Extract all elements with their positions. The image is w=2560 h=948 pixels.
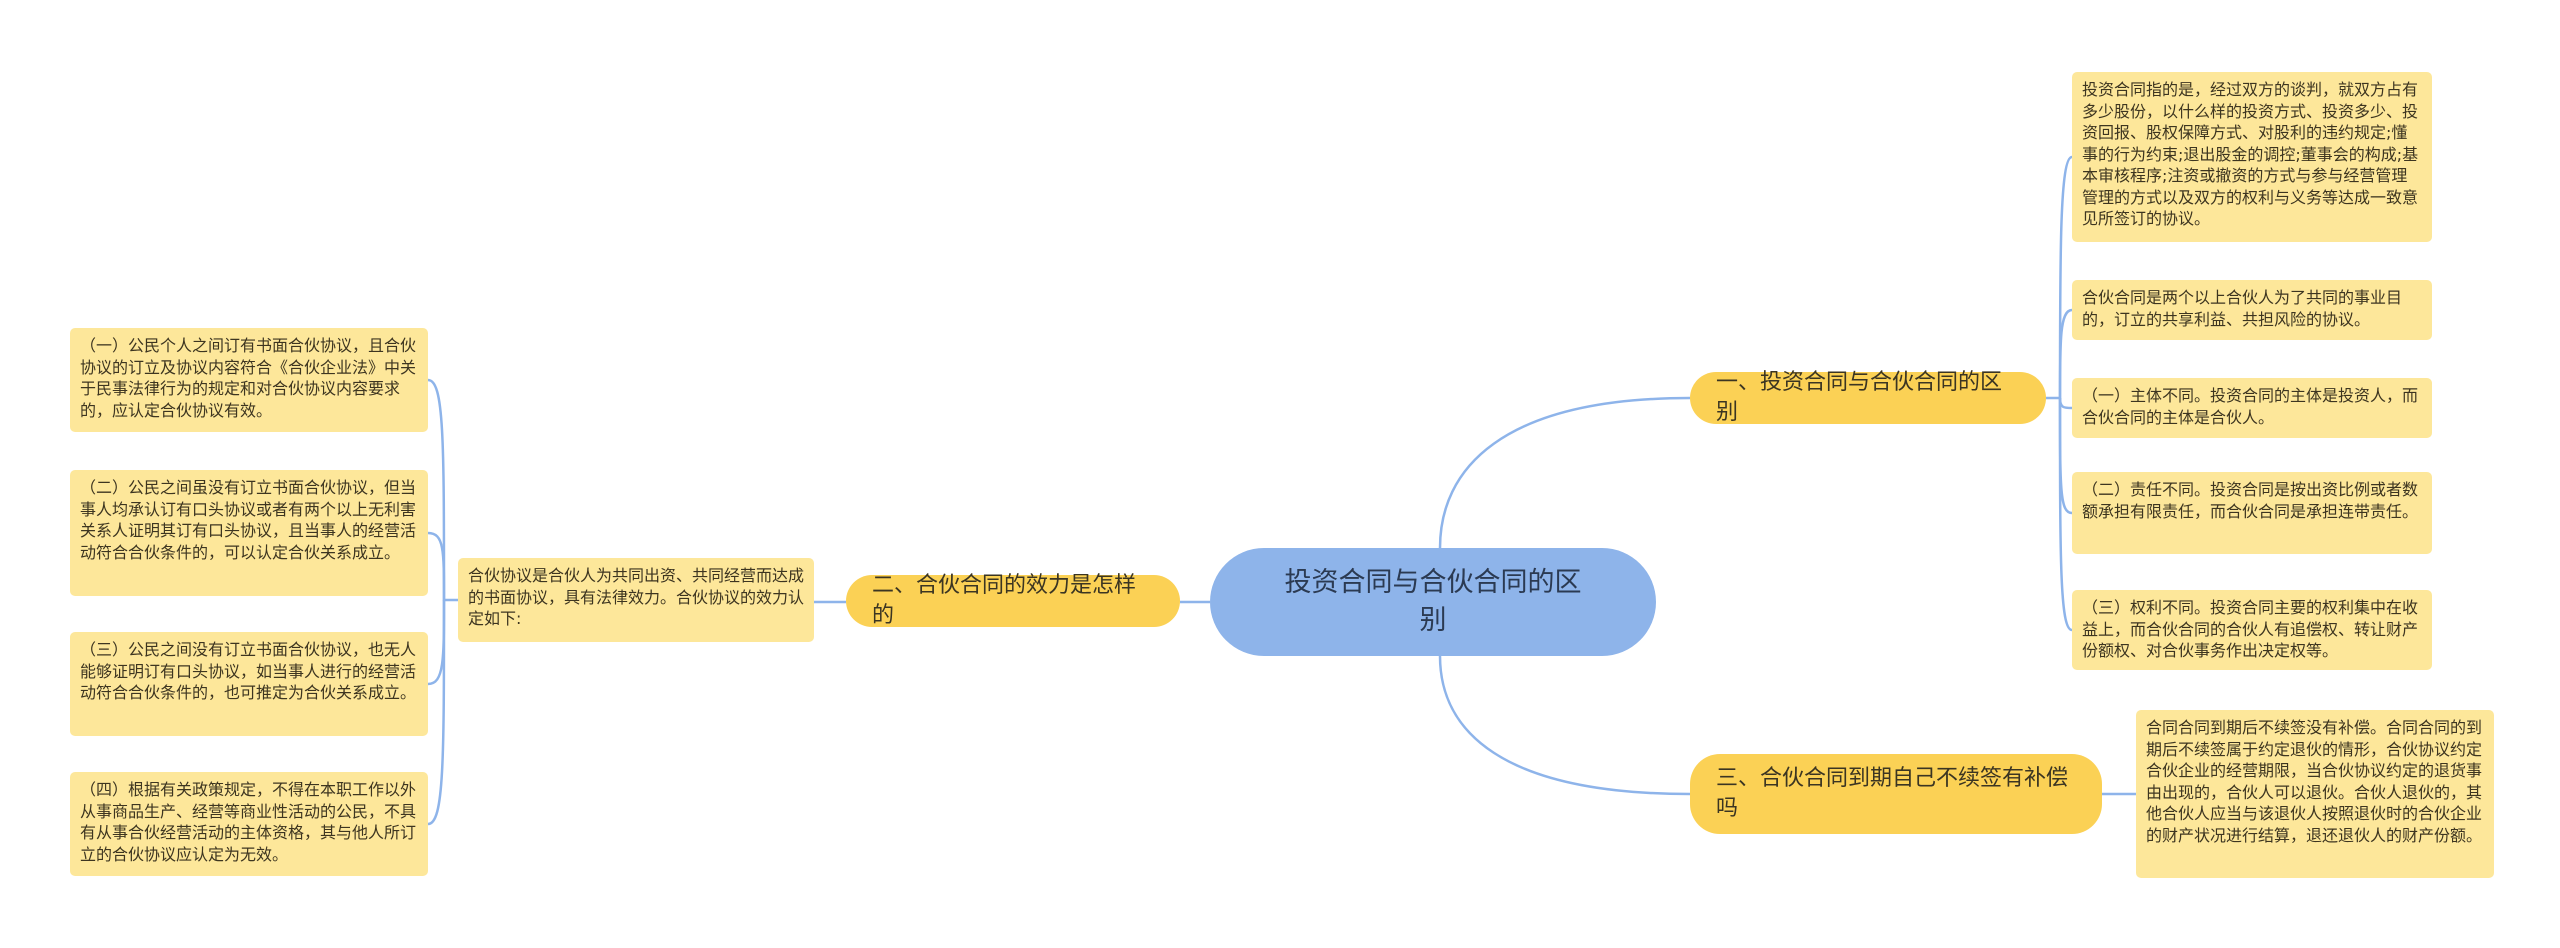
leaf-topic[interactable]: 投资合同指的是，经过双方的谈判，就双方占有多少股份，以什么样的投资方式、投资多少…: [2072, 72, 2432, 242]
connector-intro-leaf-2: [427, 531, 446, 601]
leaf-topic[interactable]: 合伙合同是两个以上合伙人为了共同的事业目的，订立的共享利益、共担风险的协议。: [2072, 280, 2432, 340]
root-topic[interactable]: 投资合同与合伙合同的区别: [1210, 548, 1656, 656]
leaf-topic-text: 合伙合同是两个以上合伙人为了共同的事业目的，订立的共享利益、共担风险的协议。: [2082, 288, 2403, 329]
connector-branch-1-leaf-4: [2058, 397, 2073, 515]
branch-topic-1[interactable]: 一、投资合同与合伙合同的区别: [1690, 370, 2046, 425]
leaf-topic[interactable]: （一）主体不同。投资合同的主体是投资人，而合伙合同的主体是合伙人。: [2072, 378, 2432, 438]
leaf-topic[interactable]: （三）公民之间没有订立书面合伙协议，也无人能够证明订有口头协议，如当事人进行的经…: [70, 632, 428, 736]
leaf-topic-text: 合同合同到期后不续签没有补偿。合同合同的到期后不续签属于约定退伙的情形，合伙协议…: [2146, 718, 2483, 845]
branch-topic-label: 二、合伙合同的效力是怎样的: [872, 573, 1137, 628]
branch-topic-2[interactable]: 二、合伙合同的效力是怎样的: [846, 573, 1180, 628]
leaf-topic[interactable]: 合同合同到期后不续签没有补偿。合同合同的到期后不续签属于约定退伙的情形，合伙协议…: [2136, 710, 2494, 878]
connector-branch-1-leaf-2: [2058, 308, 2073, 399]
connector-intro-leaf-3: [427, 599, 446, 686]
leaf-topic-text: （三）权利不同。投资合同主要的权利集中在收益上，而合伙合同的合伙人有追偿权、转让…: [2082, 598, 2419, 660]
connector-branch-1-leaf-5: [2058, 397, 2073, 632]
leaf-topic-text: （二）责任不同。投资合同是按出资比例或者数额承担有限责任，而合伙合同是承担连带责…: [2082, 480, 2419, 521]
leaf-topic-text: （一）主体不同。投资合同的主体是投资人，而合伙合同的主体是合伙人。: [2082, 386, 2419, 427]
intro-topic-text: 合伙协议是合伙人为共同出资、共同经营而达成的书面协议，具有法律效力。合伙协议的效…: [468, 566, 805, 628]
leaf-topic-text: （二）公民之间虽没有订立书面合伙协议，但当事人均承认订有口头协议或者有两个以上无…: [80, 478, 417, 562]
root-topic-label: 投资合同与合伙合同的区别: [1284, 567, 1582, 636]
branch-topic-label: 一、投资合同与合伙合同的区别: [1716, 370, 2003, 425]
connector-branch-1-leaf-3: [2058, 397, 2073, 410]
leaf-topic-text: （一）公民个人之间订有书面合伙协议，且合伙协议的订立及协议内容符合《合伙企业法》…: [80, 336, 417, 420]
leaf-topic-text: 投资合同指的是，经过双方的谈判，就双方占有多少股份，以什么样的投资方式、投资多少…: [2082, 80, 2419, 228]
connector-intro-leaf-4: [427, 599, 446, 826]
branch-topic-3[interactable]: 三、合伙合同到期自己不续签有补偿吗: [1690, 754, 2102, 834]
connector-root-branch-3: [1438, 655, 1691, 796]
branch-topic-label: 三、合伙合同到期自己不续签有补偿吗: [1716, 766, 2069, 821]
leaf-topic-text: （四）根据有关政策规定，不得在本职工作以外从事商品生产、经营等商业性活动的公民，…: [80, 780, 417, 864]
intro-topic[interactable]: 合伙协议是合伙人为共同出资、共同经营而达成的书面协议，具有法律效力。合伙协议的效…: [458, 558, 814, 642]
leaf-topic[interactable]: （二）责任不同。投资合同是按出资比例或者数额承担有限责任，而合伙合同是承担连带责…: [2072, 472, 2432, 554]
leaf-topic[interactable]: （二）公民之间虽没有订立书面合伙协议，但当事人均承认订有口头协议或者有两个以上无…: [70, 470, 428, 596]
connector-root-branch-1: [1438, 396, 1691, 549]
leaf-topic[interactable]: （一）公民个人之间订有书面合伙协议，且合伙协议的订立及协议内容符合《合伙企业法》…: [70, 328, 428, 432]
leaf-topic[interactable]: （四）根据有关政策规定，不得在本职工作以外从事商品生产、经营等商业性活动的公民，…: [70, 772, 428, 876]
connector-branch-1-leaf-1: [2046, 155, 2073, 400]
leaf-topic-text: （三）公民之间没有订立书面合伙协议，也无人能够证明订有口头协议，如当事人进行的经…: [80, 640, 417, 702]
leaf-topic[interactable]: （三）权利不同。投资合同主要的权利集中在收益上，而合伙合同的合伙人有追偿权、转让…: [2072, 590, 2432, 670]
